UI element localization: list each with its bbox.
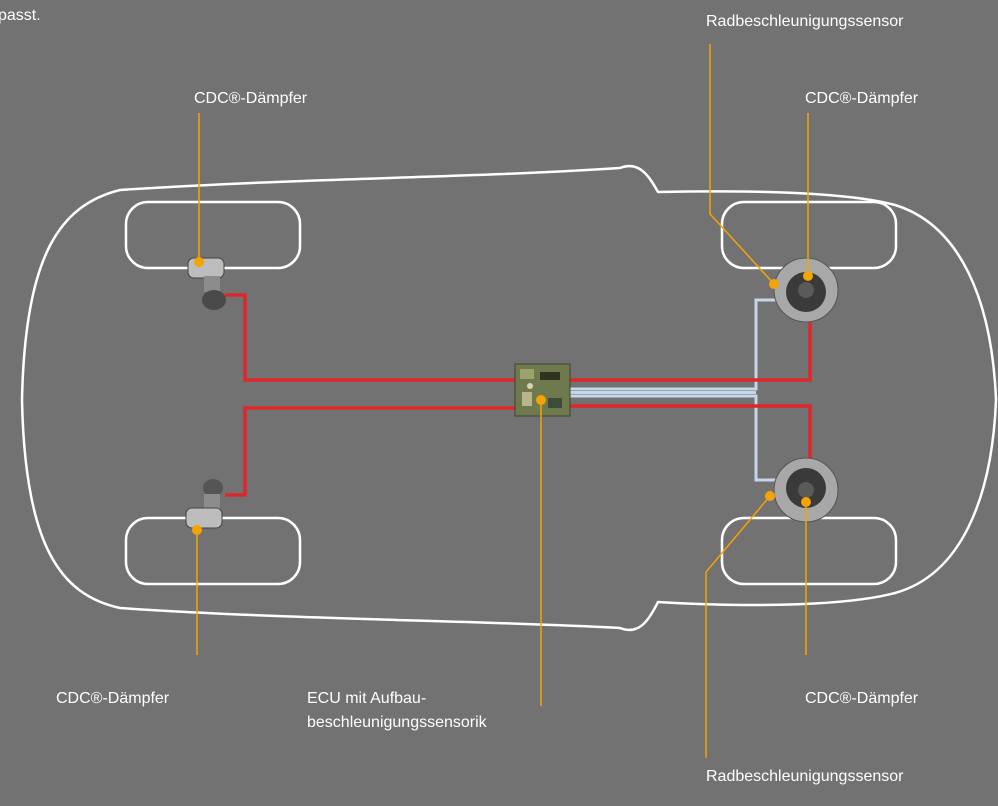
- ecu-module: [515, 364, 570, 416]
- damper-front-left: [188, 258, 226, 310]
- sensor-wiring: [570, 300, 780, 480]
- damper-rear-left: [186, 479, 223, 528]
- car-body-outline: [22, 166, 996, 630]
- label-ecu: ECU mit Aufbau- beschleunigungssensorik: [307, 687, 487, 735]
- label-damper-rear-left: CDC®-Dämpfer: [56, 687, 169, 711]
- label-damper-rear-right: CDC®-Dämpfer: [805, 687, 918, 711]
- label-sensor-bottom: Radbeschleunigungssensor: [706, 765, 903, 789]
- leader-lines: [197, 44, 808, 758]
- wheel-rear-right: [722, 518, 896, 584]
- label-ecu-line1: ECU mit Aufbau-: [307, 687, 487, 711]
- damper-front-right: [774, 258, 838, 322]
- label-damper-front-right: CDC®-Dämpfer: [805, 87, 918, 111]
- label-sensor-top: Radbeschleunigungssensor: [706, 10, 903, 34]
- caption-fragment: passt.: [0, 4, 41, 28]
- label-damper-front-left: CDC®-Dämpfer: [194, 87, 307, 111]
- label-ecu-line2: beschleunigungssensorik: [307, 711, 487, 735]
